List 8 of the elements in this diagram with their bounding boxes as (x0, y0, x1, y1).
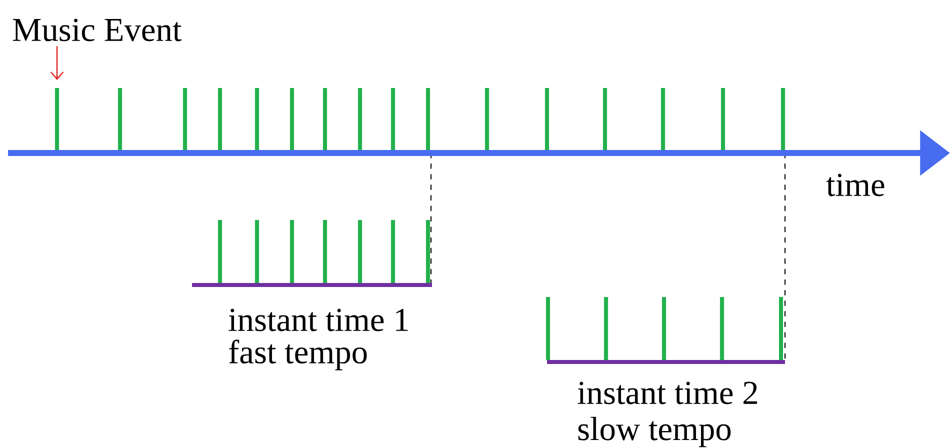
tick-mark (55, 88, 59, 150)
axis-label: time (826, 174, 884, 196)
group-label: fast tempo (229, 340, 367, 370)
group-label: slow tempo (578, 416, 731, 448)
event-label: Music Event (12, 18, 182, 42)
pointer-arrow (50, 46, 64, 80)
group-label: instant time 1 (228, 308, 408, 332)
group-label: instant time 2 (578, 382, 757, 404)
